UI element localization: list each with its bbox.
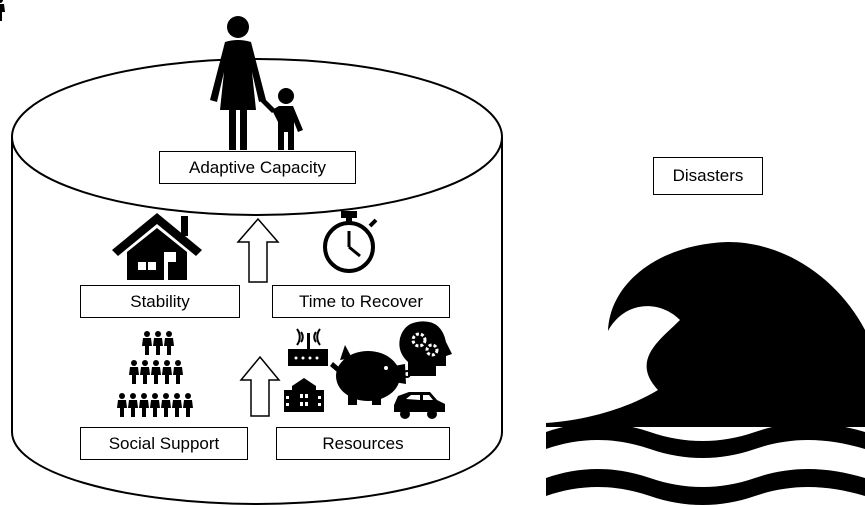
cylinder-side — [11, 137, 503, 505]
disasters-label: Disasters — [653, 157, 763, 195]
cylinder-top — [11, 58, 503, 216]
resources-label: Resources — [276, 427, 450, 460]
arrow-up-icon — [239, 355, 281, 417]
car-icon — [394, 392, 445, 419]
time-to-recover-label: Time to Recover — [272, 285, 450, 318]
arrow-up-icon — [236, 217, 280, 283]
stopwatch-icon — [323, 211, 378, 273]
head-gears-icon — [399, 321, 452, 376]
school-building-icon — [284, 378, 324, 412]
people-group-icon — [0, 0, 193, 417]
social-support-label: Social Support — [80, 427, 248, 460]
wave-icon — [546, 242, 865, 505]
parent-child-icon — [210, 16, 303, 150]
adaptive-capacity-label: Adaptive Capacity — [159, 151, 356, 184]
cylinder — [11, 58, 503, 505]
wifi-router-icon — [288, 328, 328, 366]
stability-label: Stability — [80, 285, 240, 318]
piggy-bank-icon — [330, 345, 411, 405]
house-icon — [112, 213, 202, 280]
